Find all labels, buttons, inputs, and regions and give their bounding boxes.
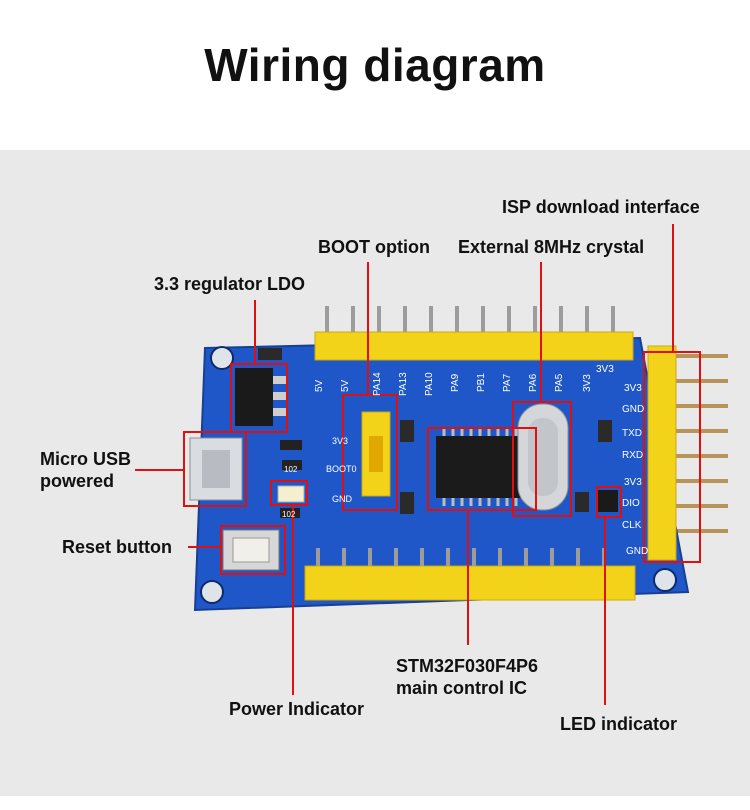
silk-top-pin: 3V3 <box>582 374 593 392</box>
silk-top-pin: PA6 <box>528 373 539 392</box>
silk-top-pin: PA10 <box>424 372 435 396</box>
silk-top-pin: PA7 <box>502 373 513 392</box>
silk-top-pin: PA5 <box>554 373 565 392</box>
crystal-label: External 8MHz crystal <box>458 237 645 257</box>
led-label: LED indicator <box>560 714 678 734</box>
ldo-regulator <box>235 368 273 426</box>
silk-top-pin: PB1 <box>476 373 487 392</box>
isp-header <box>647 345 677 561</box>
silk-boot-pin: BOOT0 <box>326 464 357 474</box>
usb-label-line2: powered <box>40 471 115 491</box>
silk-boot-pin: 3V3 <box>332 436 348 446</box>
reset-label: Reset button <box>62 537 172 557</box>
top-header <box>314 331 634 361</box>
ldo-label: 3.3 regulator LDO <box>154 274 306 294</box>
silk-isp-pin: RXD <box>622 450 643 461</box>
boot-silkscreen: 3V3 BOOT0 GND 102 102 <box>282 436 357 519</box>
silk-resistor: 102 <box>282 510 296 519</box>
top-header-pins <box>325 306 615 335</box>
bottom-header <box>304 565 636 601</box>
silk-top-pin: PA13 <box>398 372 409 396</box>
isp-silkscreen: 3V3 GND TXD RXD 3V3 DIO CLK GND <box>622 383 648 557</box>
main-ic <box>436 436 528 498</box>
status-led-part <box>598 490 618 512</box>
silk-isp-pin: CLK <box>622 520 642 531</box>
silk-isp-pin: GND <box>622 404 644 415</box>
top-silkscreen: 5V 5V PA14 PA13 PA10 PA9 PB1 PA7 PA6 PA5… <box>314 364 614 396</box>
silk-corner: 3V3 <box>596 364 614 375</box>
silk-top-pin: 5V <box>340 379 351 392</box>
silk-top-pin: 5V <box>314 379 325 392</box>
usb-label-line1: Micro USB <box>40 449 132 469</box>
silk-isp-pin: TXD <box>622 428 642 439</box>
silk-top-pin: PA14 <box>372 372 383 396</box>
silk-isp-pin: 3V3 <box>624 383 642 394</box>
power-led-part <box>277 485 305 503</box>
silk-isp-pin: GND <box>626 546 648 557</box>
silk-isp-pin: 3V3 <box>624 477 642 488</box>
isp-label: ISP download interface <box>502 197 700 217</box>
silk-resistor: 102 <box>284 465 298 474</box>
ic-label-line2: main control IC <box>396 678 528 698</box>
silk-top-pin: PA9 <box>450 373 461 392</box>
boot-label: BOOT option <box>318 237 430 257</box>
page-title: Wiring diagram <box>204 39 546 91</box>
leader-lines <box>135 224 674 705</box>
silk-boot-pin: GND <box>332 494 353 504</box>
ic-label-line1: STM32F030F4P6 <box>396 656 539 676</box>
power-label: Power Indicator <box>229 699 365 719</box>
silk-isp-pin: DIO <box>622 498 640 509</box>
